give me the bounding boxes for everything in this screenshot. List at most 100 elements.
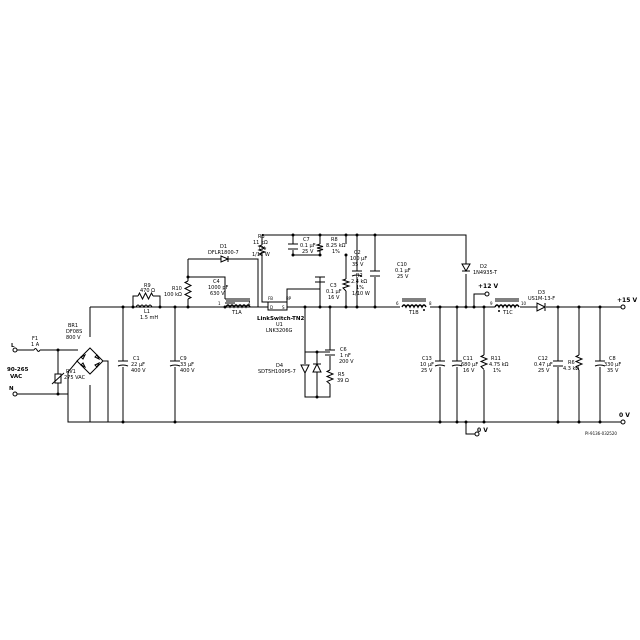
label-c3: C3 [330,283,337,289]
terminal-0v-mid[interactable] [474,431,480,437]
label-t1b-pin6: 6 [396,301,399,306]
label-t1c-pin9: 9 [490,301,493,306]
junctions [56,233,602,424]
label-c8-v: 35 V [607,368,619,374]
terminal-plus12v[interactable] [484,291,490,297]
transformer-symbols [225,298,520,312]
label-l1: L1 [144,309,150,315]
capacitor-symbols [117,243,606,367]
label-rv1: RV1 [66,369,76,375]
label-c9: C9 [180,356,187,362]
label-c10: C10 [397,262,407,268]
label-c4: C4 [213,279,220,285]
label-r3-tol: 1% [258,246,266,252]
label-c11-val: 680 µF [461,362,478,368]
label-t1a-pin4: 4 [248,301,251,306]
label-t1a: T1A [231,310,242,316]
label-c1: C1 [133,356,140,362]
label-c12-val: 0.47 µF [534,362,553,368]
label-r2-tol: 1% [356,285,364,291]
terminal-neutral[interactable] [12,391,18,397]
label-0v-right: 0 V [619,412,630,419]
label-c9-val: 33 µF [180,362,194,368]
label-d4-part: SDT5H100P5-7 [258,369,296,375]
fuse-symbol-f1 [33,348,41,352]
label-t1c: T1C [502,310,513,316]
label-neutral: N [9,386,14,392]
label-c2-val: 100 µF [350,256,367,262]
label-f1-val: 1 A [31,342,40,348]
label-r3: R3 [258,234,265,240]
label-u1-s: S [282,305,285,310]
label-c13: C13 [422,356,432,362]
label-d1: D1 [220,244,227,250]
label-r11-val: 4.75 kΩ [489,362,509,368]
label-c6-val: 1 nF [340,353,351,359]
label-d3: D3 [538,290,545,296]
ic-u1-body [267,301,288,311]
label-c12-v: 25 V [538,368,550,374]
label-r2: R2 [356,273,363,279]
terminal-line[interactable] [12,347,18,353]
label-br1: BR1 [68,323,78,329]
label-plus15v: +15 V [617,297,637,304]
label-t1c-pin10: 10 [521,301,527,306]
label-r8-val: 8.25 kΩ [326,243,346,249]
label-c13-v: 25 V [421,368,433,374]
label-br1-part: DF08S [66,329,82,335]
figure-id: PI-9136-032520 [585,431,617,436]
label-r3-val: 11 kΩ [253,240,268,246]
label-c10-v: 25 V [397,274,409,280]
label-c7-val: 0.1 µF [300,243,316,249]
label-br1-val: 800 V [66,335,81,341]
label-r11-tol: 1% [493,368,501,374]
terminals [12,291,626,437]
label-r10: R10 [172,286,182,292]
label-c10-val: 0.1 µF [395,268,411,274]
label-d2: D2 [480,264,487,270]
label-r2-val: 2.4 kΩ [351,279,367,285]
label-input-unit: VAC [10,374,22,380]
label-t1b: T1B [408,310,419,316]
label-c13-val: 10 µF [420,362,434,368]
terminal-plus15v[interactable] [620,304,626,310]
label-c1-v: 400 V [131,368,146,374]
label-c3-val: 0.1 µF [326,289,342,295]
label-t1b-pin8: 8 [429,301,432,306]
label-0v-mid: 0 V [477,427,488,434]
label-r11: R11 [491,356,501,362]
label-c3-v: 16 V [328,295,340,301]
label-r5: R5 [338,372,345,378]
labels: L 90-265 VAC N F1 1 A BR1 DF08S 800 V RV… [7,234,637,436]
label-input-voltage: 90-265 [7,367,29,373]
label-u1: U1 [276,322,283,328]
label-r8-tol: 1% [332,249,340,255]
terminal-0v-right[interactable] [620,419,626,425]
label-plus12v: +12 V [478,283,498,290]
label-c9-v: 400 V [180,368,195,374]
label-u1-part: LNK3206G [266,328,293,334]
inductor-symbol-l1 [135,304,153,309]
label-r5-val: 39 Ω [337,378,349,384]
label-r6-val: 4.3 kΩ [563,366,579,372]
label-c2-v: 35 V [352,262,364,268]
label-c12: C12 [538,356,548,362]
label-c6-v: 200 V [339,359,354,365]
label-c7: C7 [303,237,310,243]
label-r9-val: 470 Ω [140,288,155,294]
label-u1-d: D [270,305,273,310]
resistor-symbols [137,243,584,385]
label-r3-pw: 1/16 W [252,252,270,258]
label-u1-fb: FB [268,296,273,301]
label-c6: C6 [340,347,347,353]
label-t1a-pin1: 1 [218,301,221,306]
label-line: L [11,343,15,349]
label-f1: F1 [32,336,38,342]
label-r6: R6 [568,360,575,366]
label-c2: C2 [354,250,361,256]
label-c4-val: 1000 pF [208,285,228,291]
label-c11-v: 16 V [463,368,475,374]
diode-symbols [220,255,547,375]
label-c8: C8 [609,356,616,362]
